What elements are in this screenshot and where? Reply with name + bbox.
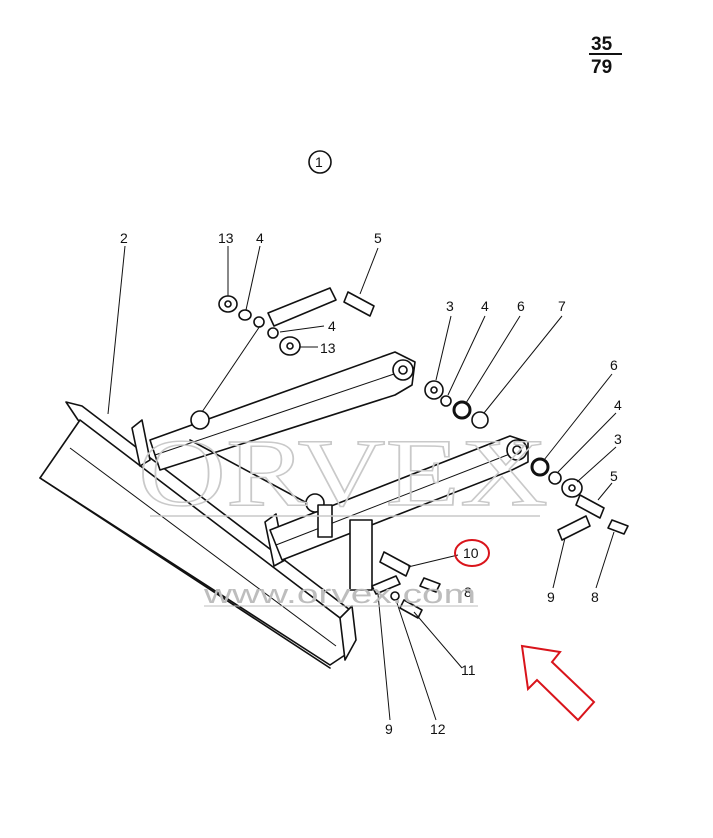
highlight-circle	[454, 539, 490, 567]
cross-brace	[189, 439, 321, 511]
upper-trunnion	[190, 410, 210, 430]
bushing-7	[471, 411, 489, 429]
page-number-top: 35	[591, 34, 613, 55]
pin-10	[379, 551, 411, 577]
lock-plate-9-center	[371, 575, 401, 595]
callout-6-lower: 6	[610, 357, 618, 373]
callout-4-mid: 4	[328, 318, 336, 334]
washer-13-top	[218, 295, 238, 313]
callout-4-lower: 4	[614, 397, 622, 413]
blade-bracket-left	[131, 419, 151, 467]
callout-5-top: 5	[374, 230, 382, 246]
callout-11: 11	[461, 662, 476, 678]
callout-6-upper: 6	[517, 298, 525, 314]
pin-5-top	[343, 291, 375, 317]
blade-end-plate	[339, 605, 357, 661]
callout-4-top: 4	[256, 230, 264, 246]
leader-lines	[107, 245, 617, 721]
lower-arm-eye	[506, 439, 528, 461]
callout-8-right: 8	[591, 589, 599, 605]
page-number-bottom: 79	[591, 57, 612, 78]
blade-face-line	[69, 447, 337, 647]
cylinder-rod	[267, 287, 337, 327]
callout-3-lower: 3	[614, 431, 622, 447]
washer-13-bottom	[279, 336, 301, 356]
lower-arm-line	[275, 451, 516, 546]
washer-3-lower	[561, 478, 583, 498]
support-plate	[349, 519, 373, 591]
washer-12	[390, 591, 400, 601]
blade-cutting-edge	[39, 477, 331, 669]
direction-arrow	[520, 644, 596, 722]
lock-plate-9-right	[557, 515, 591, 541]
nut-4-upper	[440, 395, 452, 407]
washer-3-upper	[424, 380, 444, 400]
upper-right-pin-parts	[424, 380, 489, 429]
lower-arm-eye-hole	[512, 445, 522, 455]
upper-push-arm	[149, 351, 416, 471]
center-pin-parts	[371, 551, 441, 619]
callout-4-upper: 4	[481, 298, 489, 314]
figure-number-circle	[308, 150, 332, 174]
figure-number-badge: 1	[308, 150, 332, 174]
watermark: ORVEX www.orvex.com	[137, 418, 548, 609]
upper-arm-eye	[392, 359, 414, 381]
center-bracket	[317, 504, 333, 538]
upper-arm-eye-hole	[398, 365, 408, 375]
callout-13-mid: 13	[320, 340, 336, 356]
figure-number: 1	[315, 154, 323, 170]
bolt-8-right	[607, 519, 629, 535]
callout-labels: 2 13 4 5 4 13 3 4 6 7 6 4 3 5 9 8 10 8 1…	[120, 230, 622, 737]
watermark-url: www.orvex.com	[203, 579, 476, 609]
callout-3-upper: 3	[446, 298, 454, 314]
nut-4-bottom	[267, 327, 279, 339]
bolt-11	[399, 599, 423, 619]
bolt-8-center	[419, 577, 441, 593]
callout-12: 12	[430, 721, 446, 737]
top-pin-assembly	[218, 287, 375, 356]
watermark-brand: ORVEX	[138, 419, 548, 526]
callout-5-lower: 5	[610, 468, 618, 484]
callout-13-top: 13	[218, 230, 234, 246]
push-frame	[149, 351, 529, 591]
nut-small-top	[253, 316, 265, 328]
ring-6-lower	[530, 457, 550, 477]
callout-2: 2	[120, 230, 128, 246]
ring-6-upper	[452, 400, 472, 420]
callout-8-center: 8	[464, 584, 472, 600]
callout-9-right: 9	[547, 589, 555, 605]
callout-9-center: 9	[385, 721, 393, 737]
callout-10: 10	[463, 545, 479, 561]
page-number: 35 79	[589, 34, 622, 78]
pin-5-lower	[575, 494, 605, 519]
callout-7: 7	[558, 298, 566, 314]
lower-right-pin-parts	[530, 457, 629, 541]
nut-4-lower	[548, 471, 562, 485]
upper-arm-line	[154, 371, 401, 456]
nut-4-top	[238, 309, 252, 321]
lower-push-arm	[269, 435, 529, 561]
